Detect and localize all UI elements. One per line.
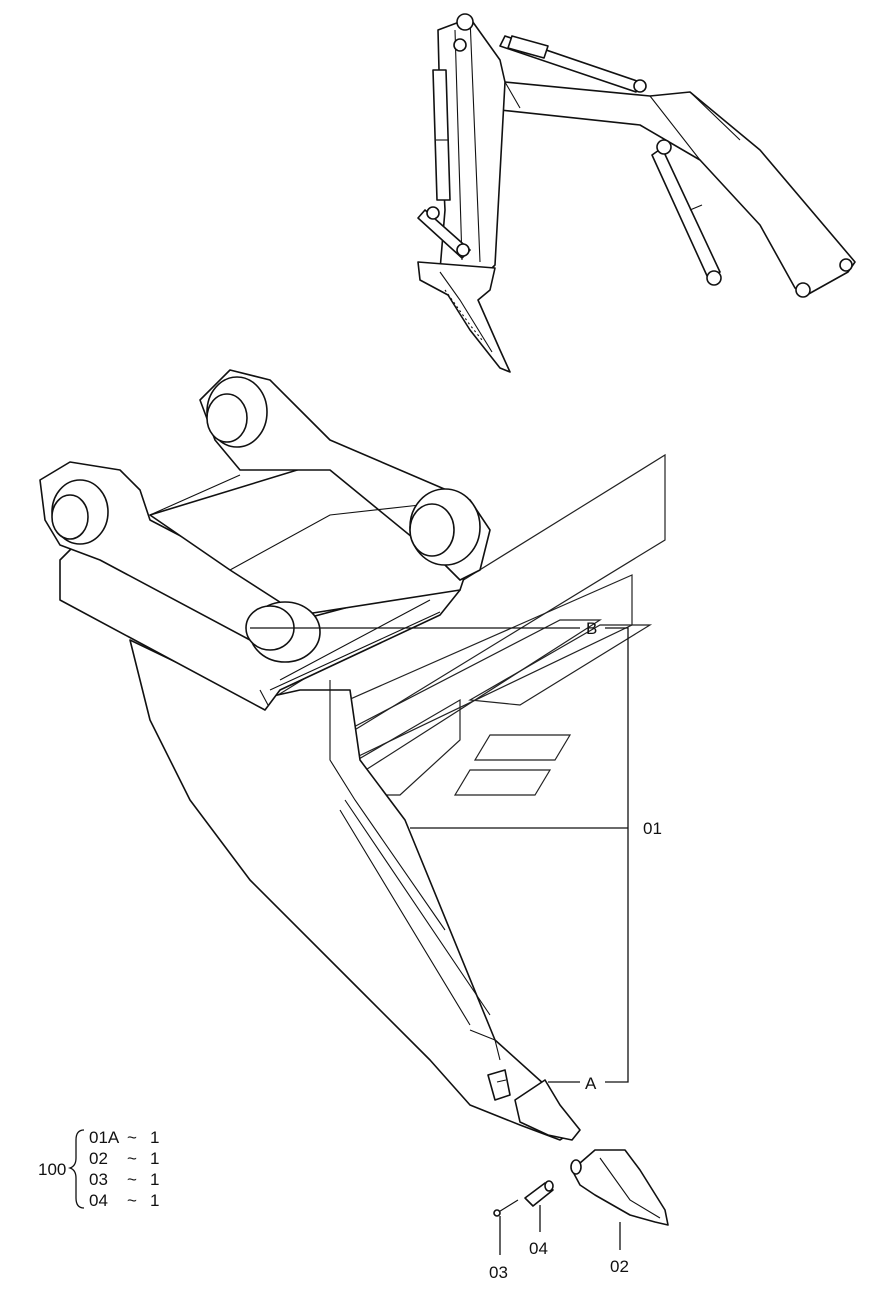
kit-row-part: 03 bbox=[89, 1170, 108, 1189]
kit-row-part: 02 bbox=[89, 1149, 108, 1168]
kit-row-separator: ~ bbox=[127, 1128, 137, 1147]
kit-brace bbox=[67, 1129, 85, 1209]
kit-row-separator: ~ bbox=[127, 1191, 137, 1210]
kit-composition: 100 01A ~ 1 02 ~ 1 03 ~ 1 04 ~ 1 bbox=[38, 1128, 159, 1210]
point-tooth-02 bbox=[570, 1149, 669, 1226]
kit-row-separator: ~ bbox=[127, 1149, 137, 1168]
kit-row-qty: 1 bbox=[150, 1128, 159, 1147]
leader-lines bbox=[250, 627, 629, 1255]
kit-row-separator: ~ bbox=[127, 1170, 137, 1189]
kit-row-part: 01A bbox=[89, 1128, 120, 1147]
ripper-shank-assembly bbox=[39, 369, 581, 1141]
kit-row-qty: 1 bbox=[150, 1149, 159, 1168]
pin-04 bbox=[524, 1180, 554, 1207]
callout-label-02: 02 bbox=[610, 1257, 629, 1276]
kit-assembly-number: 100 bbox=[38, 1160, 66, 1179]
kit-row-part: 04 bbox=[89, 1191, 108, 1210]
callout-label-a: A bbox=[585, 1074, 597, 1093]
callout-label-01: 01 bbox=[643, 819, 662, 838]
lock-pin-03 bbox=[493, 1199, 519, 1217]
kit-row-qty: 1 bbox=[150, 1170, 159, 1189]
callout-label-04: 04 bbox=[529, 1239, 548, 1258]
callout-label-b: B bbox=[586, 619, 597, 638]
callout-label-03: 03 bbox=[489, 1263, 508, 1282]
excavator-overview-illustration bbox=[417, 13, 856, 373]
kit-row-qty: 1 bbox=[150, 1191, 159, 1210]
